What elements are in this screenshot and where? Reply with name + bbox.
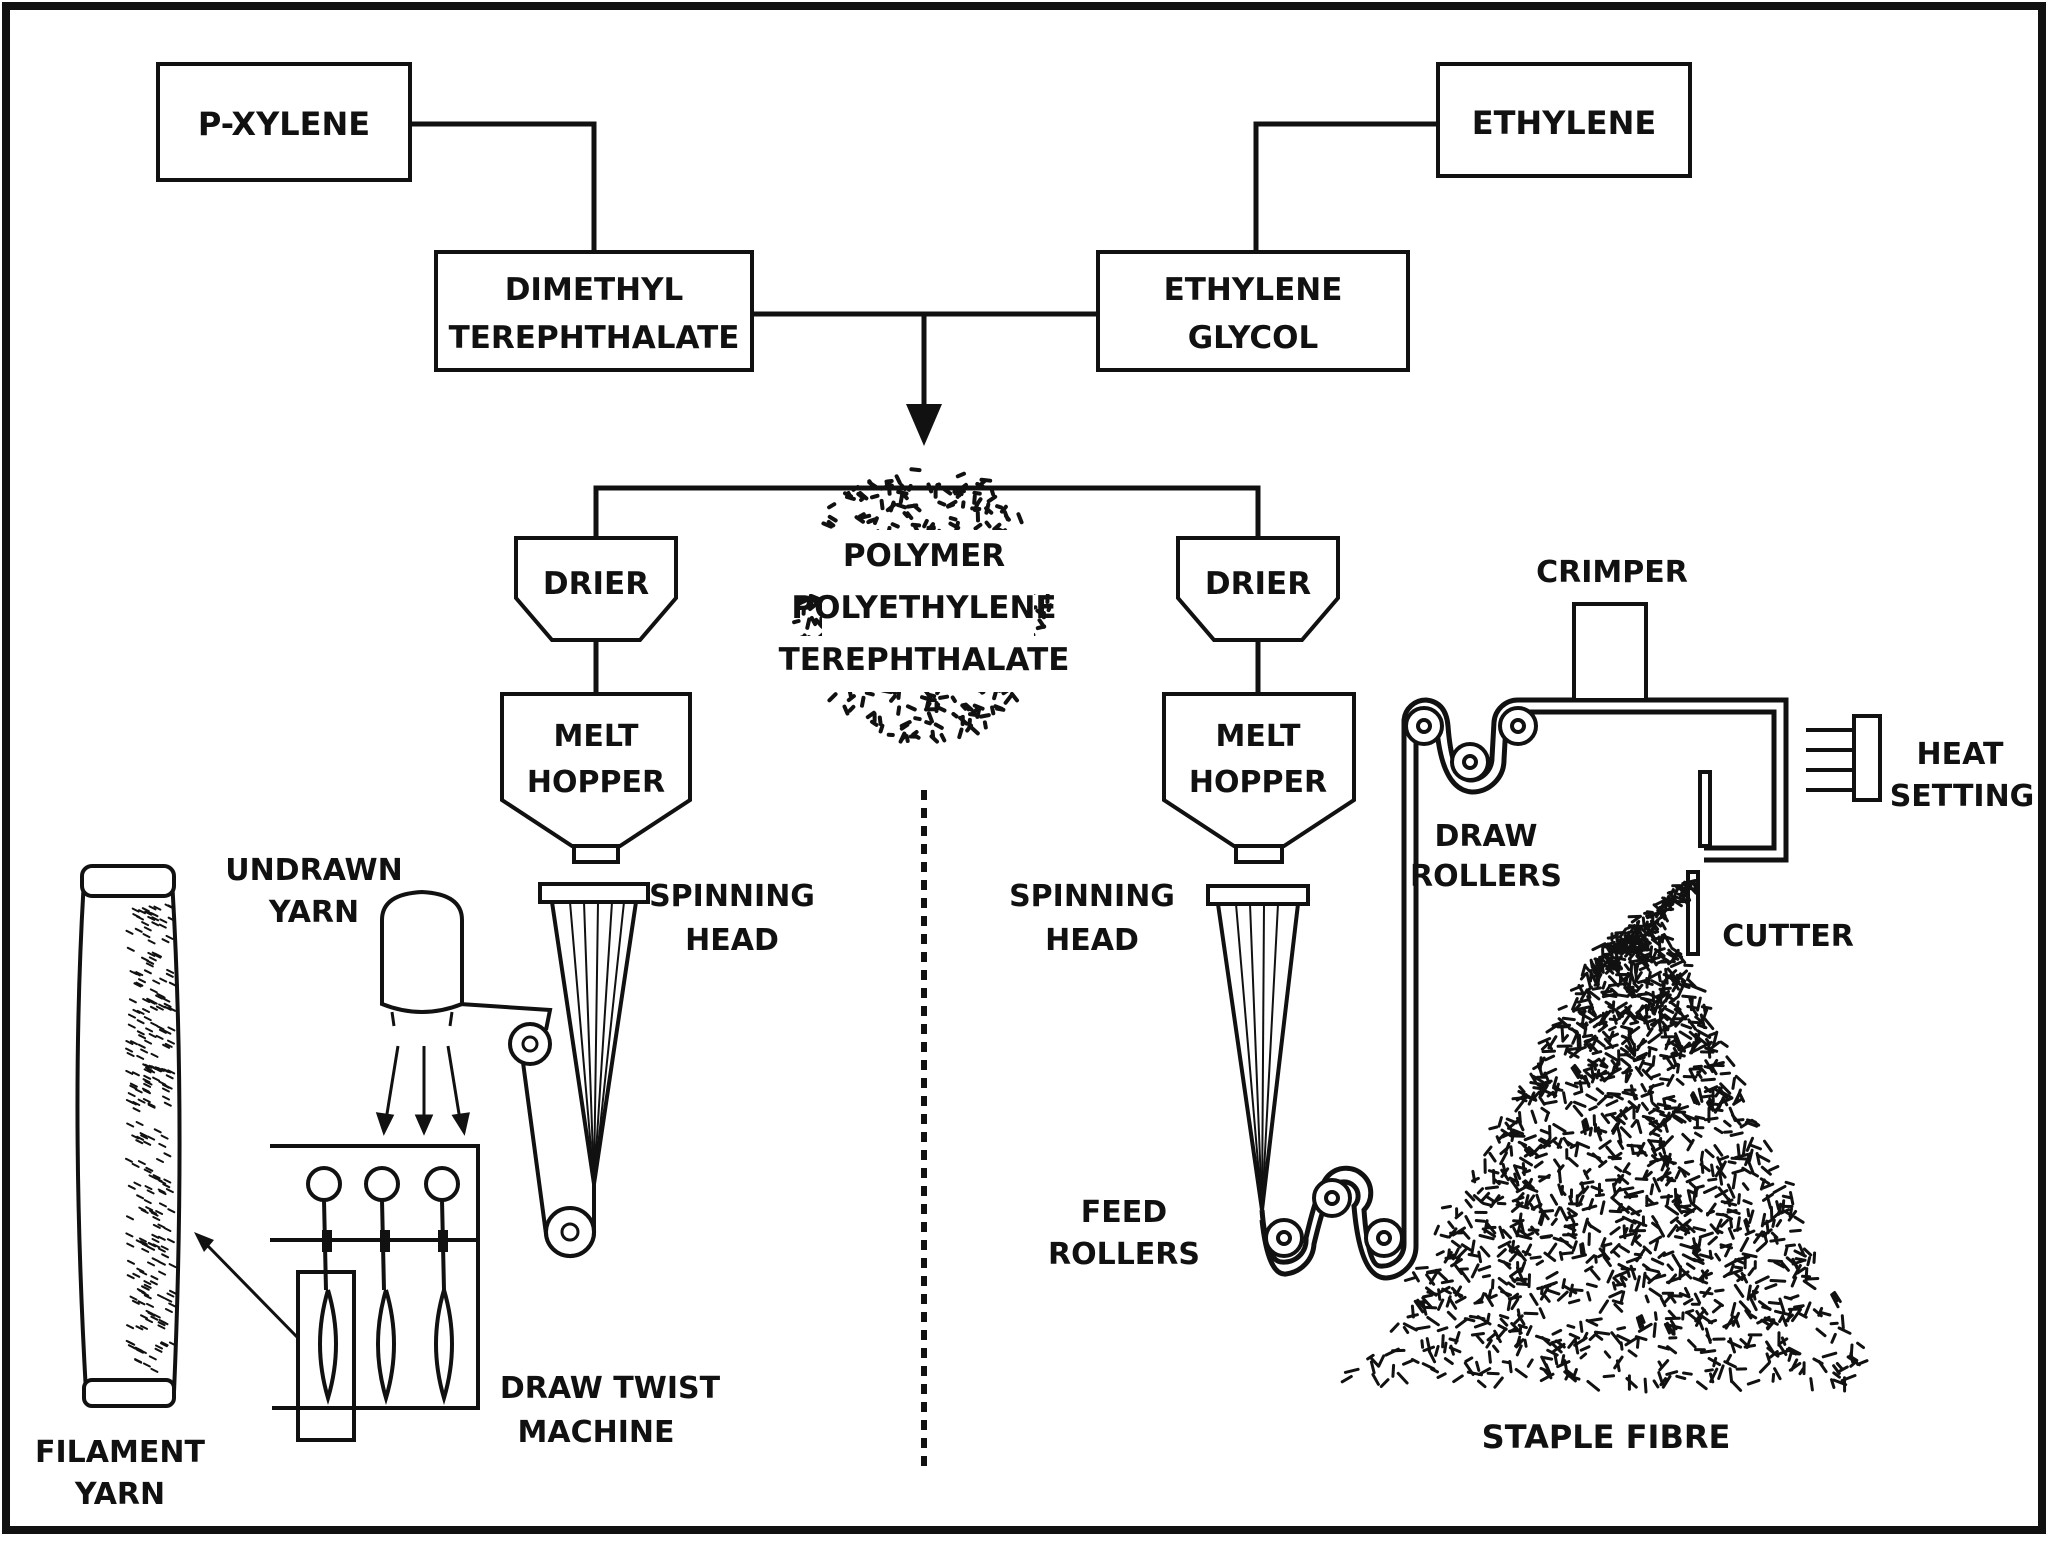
glycol-label-line2: GLYCOL: [1188, 320, 1319, 356]
left-drier: DRIER: [516, 538, 676, 640]
polymer-label-line3: TEREPHTHALATE: [779, 642, 1070, 678]
draw-twist-label-line1: DRAW TWIST: [500, 1371, 721, 1406]
draw-rollers-label-line2: ROLLERS: [1410, 859, 1562, 894]
filament-yarn-label-line1: FILAMENT: [35, 1435, 205, 1470]
feed-rollers-label-line1: FEED: [1081, 1195, 1167, 1230]
heat-setting-label-line1: HEAT: [1917, 737, 2004, 772]
heat-setting-label-line2: SETTING: [1890, 779, 2035, 814]
staple-fibre-label: STAPLE FIBRE: [1482, 1418, 1731, 1456]
left-drier-label: DRIER: [543, 566, 649, 602]
left-hopper-label-line1: MELT: [554, 719, 639, 754]
cutter-label: CUTTER: [1722, 919, 1854, 954]
undrawn-yarn-label-line1: UNDRAWN: [225, 853, 403, 888]
left-spinning-head-label-line2: HEAD: [685, 923, 779, 958]
ethylene-box: ETHYLENE: [1438, 64, 1690, 176]
dmt-label-line2: TEREPHTHALATE: [449, 320, 740, 356]
outer-frame: [6, 6, 2042, 1530]
polymer-label-line1: POLYMER: [843, 538, 1005, 574]
left-hopper-label-line2: HOPPER: [527, 765, 665, 800]
spool-icon: [77, 866, 179, 1406]
right-hopper-label-line2: HOPPER: [1189, 765, 1327, 800]
right-spinning-head-label-line2: HEAD: [1045, 923, 1139, 958]
right-spinning-head-label-line1: SPINNING: [1009, 879, 1175, 914]
draw-rollers-label-line1: DRAW: [1435, 819, 1538, 854]
undrawn-yarn-label-line2: YARN: [268, 895, 359, 930]
right-drier: DRIER: [1178, 538, 1338, 640]
feed-rollers-label-line2: ROLLERS: [1048, 1237, 1200, 1272]
polymer-label-line2: POLYETHYLENE: [791, 590, 1056, 626]
ethylene-label: ETHYLENE: [1472, 104, 1657, 142]
crimper-label: CRIMPER: [1536, 555, 1688, 590]
dmt-label-line1: DIMETHYL: [505, 272, 684, 308]
ethylene-glycol-box: ETHYLENE GLYCOL: [1098, 252, 1408, 370]
glycol-label-line1: ETHYLENE: [1164, 272, 1343, 308]
p-xylene-box: P-XYLENE: [158, 64, 410, 180]
bobbin-icon: [382, 892, 462, 1026]
dimethyl-terephthalate-box: DIMETHYL TEREPHTHALATE: [436, 252, 752, 370]
right-drier-label: DRIER: [1205, 566, 1311, 602]
right-hopper-label-line1: MELT: [1216, 719, 1301, 754]
draw-twist-label-line2: MACHINE: [518, 1415, 675, 1450]
filament-yarn-label-line2: YARN: [74, 1477, 165, 1512]
left-spinning-head-label-line1: SPINNING: [649, 879, 815, 914]
p-xylene-label: P-XYLENE: [198, 105, 370, 143]
